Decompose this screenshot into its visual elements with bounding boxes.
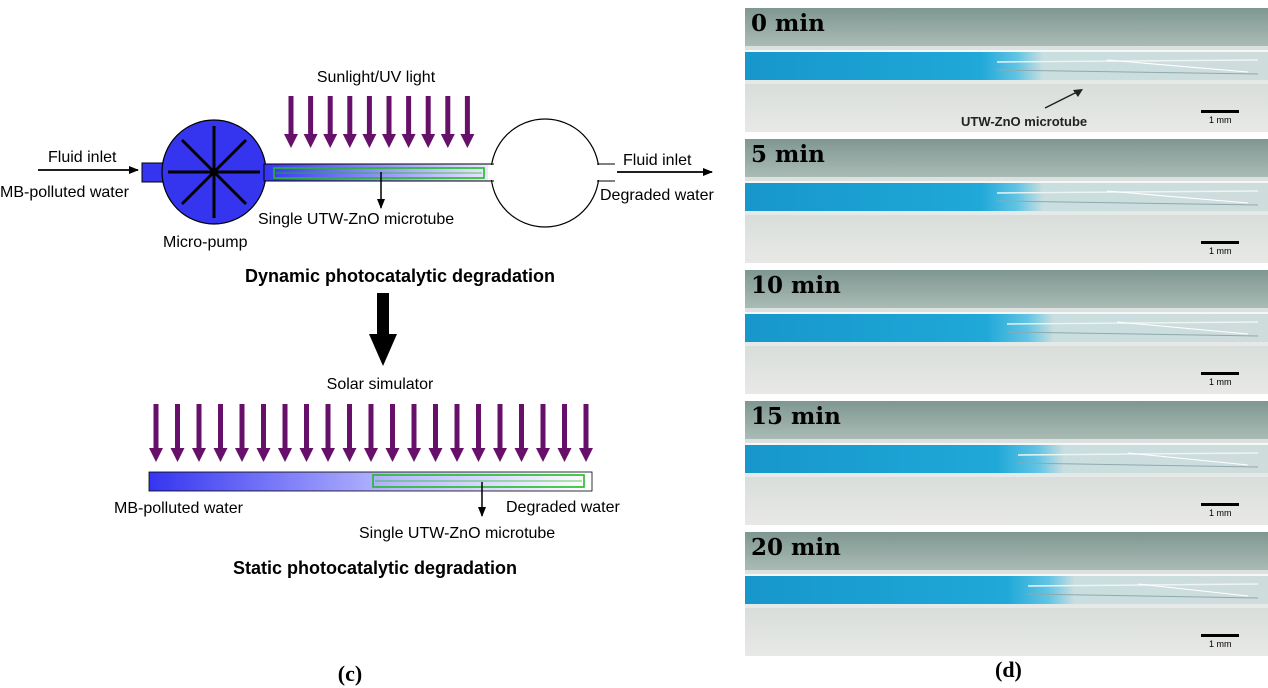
light-arrow — [362, 96, 377, 148]
micro-pump-label: Micro-pump — [163, 234, 248, 251]
scale-bar-label: 1 mm — [1209, 508, 1232, 518]
light-arrow — [471, 404, 486, 462]
mb-polluted-water-left-label: MB-polluted water — [0, 184, 130, 201]
utw-zno-microtube-top — [273, 167, 485, 179]
light-source-label: Sunlight/UV light — [317, 69, 436, 86]
light-arrow — [421, 96, 436, 148]
light-arrow — [536, 404, 550, 462]
light-arrow — [323, 96, 338, 148]
photocatalysis-schematic: Sunlight/UV light Fluid inlet MB-pollute… — [0, 69, 715, 686]
micrograph-15min: 15 min 1 mm — [745, 401, 1268, 525]
light-arrow — [401, 96, 416, 148]
fluid-inlet-right-label: Fluid inlet — [623, 152, 692, 169]
micrograph-20min: 20 min 1 mm — [745, 532, 1268, 656]
mb-polluted-water-bottom-label: MB-polluted water — [114, 500, 244, 517]
light-arrow — [450, 404, 464, 462]
light-arrow — [149, 404, 163, 462]
micrograph-image — [745, 8, 1268, 132]
micrograph-0min: 0 min 1 mm UTW-ZnO microtube — [745, 8, 1268, 132]
light-arrow — [460, 96, 475, 148]
light-arrow — [364, 404, 378, 462]
uv-light-arrows — [284, 96, 475, 148]
micrograph-image — [745, 270, 1268, 394]
light-arrow — [557, 404, 572, 462]
microtube-label-top: Single UTW-ZnO microtube — [258, 211, 454, 228]
fluid-inlet-left-label: Fluid inlet — [48, 149, 117, 166]
micrograph-10min: 10 min 1 mm — [745, 270, 1268, 394]
time-label: 5 min — [751, 141, 825, 168]
outlet-reservoir — [490, 118, 600, 228]
microtube-photo-label: UTW-ZnO microtube — [961, 114, 1088, 129]
scale-bar-label: 1 mm — [1209, 246, 1232, 256]
light-arrow — [303, 96, 318, 148]
micrograph-image — [745, 401, 1268, 525]
light-arrow — [440, 96, 455, 148]
light-arrow — [299, 404, 314, 462]
light-arrow — [321, 404, 335, 462]
light-arrow — [170, 404, 185, 462]
light-arrow — [514, 404, 529, 462]
micrograph-image — [745, 139, 1268, 263]
light-arrow — [342, 96, 357, 148]
light-arrow — [192, 404, 206, 462]
microtube-photo-pointer — [1044, 89, 1082, 109]
light-arrow — [428, 404, 443, 462]
micrograph-5min: 5 min 1 mm — [745, 139, 1268, 263]
micrograph-image — [745, 532, 1268, 656]
time-label: 15 min — [751, 403, 841, 430]
light-arrow — [213, 404, 228, 462]
static-degradation-title: Static photocatalytic degradation — [233, 558, 517, 578]
light-arrow — [382, 96, 396, 148]
micro-pump-icon — [161, 119, 267, 225]
light-arrow — [385, 404, 400, 462]
degraded-water-bottom-label: Degraded water — [506, 499, 621, 516]
light-arrow — [235, 404, 249, 462]
microtube-label-bottom: Single UTW-ZnO microtube — [359, 525, 555, 542]
utw-zno-microtube-bottom — [372, 474, 585, 488]
panel-d-label: (d) — [995, 657, 1022, 682]
light-arrow — [407, 404, 421, 462]
solar-light-arrows — [149, 404, 593, 462]
scale-bar-label: 1 mm — [1209, 639, 1232, 649]
solar-simulator-label: Solar simulator — [327, 376, 434, 393]
light-arrow — [579, 404, 593, 462]
degraded-water-right-label: Degraded water — [600, 187, 715, 204]
panel-c-label: (c) — [338, 661, 362, 686]
scale-bar-label: 1 mm — [1209, 115, 1232, 125]
light-arrow — [284, 96, 298, 148]
light-arrow — [342, 404, 357, 462]
light-arrow — [493, 404, 507, 462]
transition-arrow — [369, 293, 397, 366]
dynamic-degradation-title: Dynamic photocatalytic degradation — [245, 266, 555, 286]
time-label: 0 min — [751, 10, 825, 37]
light-arrow — [278, 404, 292, 462]
scale-bar-label: 1 mm — [1209, 377, 1232, 387]
time-label: 20 min — [751, 534, 841, 561]
time-label: 10 min — [751, 272, 841, 299]
light-arrow — [256, 404, 271, 462]
